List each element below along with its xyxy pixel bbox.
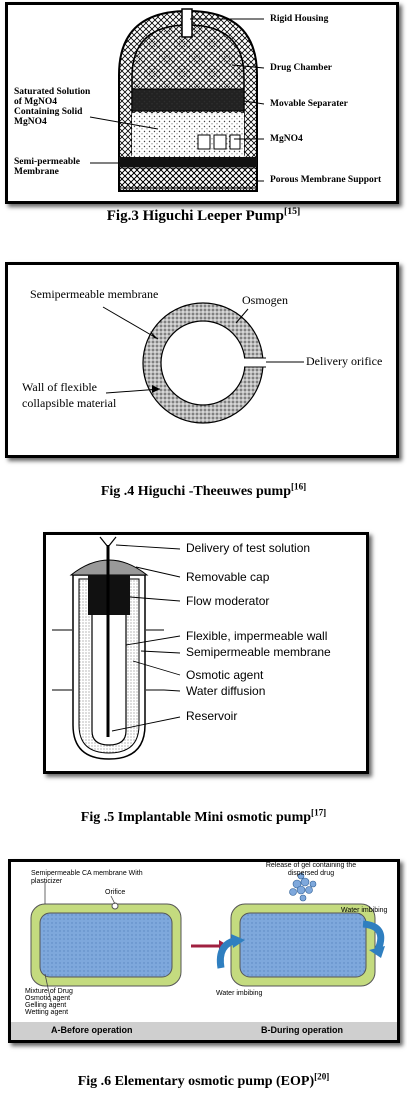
- fig3-frame: Rigid Housing Drug Chamber Movable Separ…: [5, 2, 399, 204]
- fig4-caption-text: Fig .4 Higuchi -Theeuwes pump: [100, 484, 292, 499]
- tablet-before-core: [39, 912, 173, 978]
- label-orifice: Orifice: [105, 889, 126, 896]
- label-water-diffusion: Water diffusion: [186, 684, 266, 698]
- label-mixture: Mixture of Drug Osmotic agent Gelling ag…: [25, 988, 73, 1016]
- fig6-frame: Semipermeable CA membrane With plasticiz…: [8, 859, 400, 1043]
- elementary-osmotic-pump-diagram: [11, 872, 397, 1040]
- higuchi-theeuwes-pump-diagram: [102, 302, 304, 424]
- label-porous-membrane-support: Porous Membrane Support: [270, 175, 382, 185]
- label-wall-flexible: Wall of flexible collapsible material: [22, 380, 117, 410]
- tablet-during-core: [239, 912, 367, 978]
- fig6-caption-text: Fig .6 Elementary osmotic pump (EOP): [77, 1074, 315, 1089]
- label-water-imbibing-right: Water imbibing: [341, 907, 388, 914]
- label-osmogen: Osmogen: [242, 293, 288, 307]
- label-rigid-housing: Rigid Housing: [270, 14, 329, 24]
- label-semipermeable-membrane-5: Semipermeable membrane: [186, 645, 331, 659]
- fig4-frame: Semipermeable membrane Osmogen Delivery …: [5, 262, 399, 458]
- released-drug-gel: [289, 872, 317, 902]
- label-before-operation: A-Before operation: [51, 1025, 133, 1035]
- label-delivery-orifice: Delivery orifice: [306, 354, 383, 368]
- fig4-caption-ref: [16]: [291, 481, 307, 492]
- label-movable-separater: Movable Separater: [270, 99, 348, 109]
- semipermeable-membrane-shape: [119, 157, 257, 167]
- label-semi-permeable-membrane: Semi-permeable Membrane: [14, 157, 80, 177]
- osmogen-ring: [143, 303, 263, 423]
- label-drug-chamber: Drug Chamber: [270, 63, 333, 73]
- fig3-caption-text: Fig.3 Higuchi Leeper Pump: [106, 208, 284, 224]
- label-mgso4: MgNO4: [270, 134, 303, 144]
- label-reservoir: Reservoir: [186, 709, 238, 723]
- fig5-caption: Fig .5 Implantable Mini osmotic pump[17]: [0, 807, 407, 826]
- label-flexible-wall: Flexible, impermeable wall: [186, 629, 328, 643]
- label-water-imbibing-left: Water imbibing: [216, 990, 263, 997]
- label-flow-moderator: Flow moderator: [186, 594, 270, 608]
- fig5-frame: Delivery of test solution Removable cap …: [43, 532, 369, 774]
- label-delivery-test-solution: Delivery of test solution: [186, 541, 311, 555]
- label-saturated-solution: Saturated Solution of MgNO4 Containing S…: [14, 87, 91, 127]
- fig6-caption-ref: [20]: [314, 1071, 330, 1082]
- label-removable-cap: Removable cap: [186, 570, 270, 584]
- higuchi-leeper-pump-diagram: [89, 8, 265, 192]
- label-ca-membrane: Semipermeable CA membrane With plasticiz…: [31, 870, 143, 885]
- fig3-caption-ref: [15]: [283, 206, 301, 217]
- fig6-caption: Fig .6 Elementary osmotic pump (EOP)[20]: [0, 1071, 407, 1090]
- fig4-caption: Fig .4 Higuchi -Theeuwes pump[16]: [0, 481, 407, 500]
- implantable-mini-osmotic-pump-diagram: [52, 536, 181, 760]
- label-osmotic-agent: Osmotic agent: [186, 668, 264, 682]
- fig5-caption-text: Fig .5 Implantable Mini osmotic pump: [80, 810, 312, 825]
- label-semipermeable-membrane: Semipermeable membrane: [30, 287, 159, 301]
- fig3-caption: Fig.3 Higuchi Leeper Pump[15]: [0, 206, 407, 225]
- label-release: Release of gel containing the dispersed …: [265, 862, 357, 877]
- label-during-operation: B-During operation: [261, 1025, 343, 1035]
- fig5-caption-ref: [17]: [311, 807, 327, 818]
- delivery-orifice-shape: [244, 358, 266, 367]
